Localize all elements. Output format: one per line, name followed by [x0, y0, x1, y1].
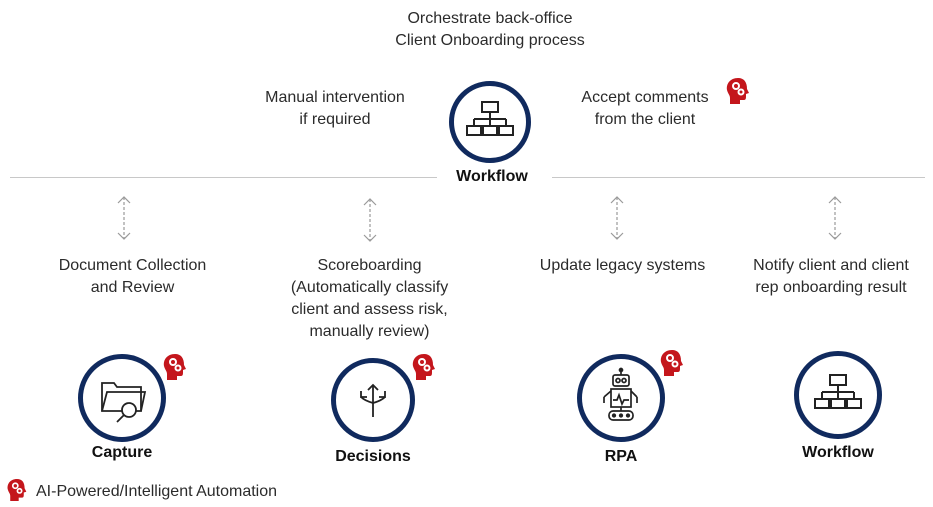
divider-right	[552, 177, 925, 178]
step-label-rpa: RPA	[604, 448, 638, 465]
double-arrow-icon	[828, 196, 842, 240]
ai-head-gears-icon	[726, 78, 749, 104]
robot-icon	[603, 367, 638, 421]
step-description-decisions: Scoreboarding (Automatically classify cl…	[290, 257, 449, 340]
step-label-capture: Capture	[91, 444, 153, 461]
workflow-hierarchy-icon	[466, 101, 514, 136]
double-arrow-icon	[610, 196, 624, 240]
folder-search-icon	[101, 382, 147, 423]
step-label-decisions: Decisions	[335, 448, 411, 465]
rpa-circle	[577, 354, 665, 442]
step-description-workflow: Notify client and client rep onboarding …	[753, 257, 909, 296]
ai-head-gears-icon	[412, 354, 435, 380]
step-description-rpa: Update legacy systems	[539, 257, 706, 274]
step-description-capture: Document Collection and Review	[58, 257, 207, 296]
workflow-hub-circle	[449, 81, 531, 163]
double-arrow-icon	[363, 198, 377, 242]
divider-left	[10, 177, 437, 178]
legend-text: AI-Powered/Intelligent Automation	[36, 483, 278, 500]
manual-intervention-note: Manual intervention if required	[265, 89, 405, 128]
capture-circle	[78, 354, 166, 442]
ai-head-gears-icon	[7, 479, 27, 501]
workflow-hub-label: Workflow	[456, 168, 528, 185]
diagram-title: Orchestrate back-office Client Onboardin…	[395, 10, 585, 49]
accept-comments-note: Accept comments from the client	[581, 89, 709, 128]
decision-arrows-icon	[360, 383, 386, 417]
step-label-workflow: Workflow	[802, 444, 874, 461]
ai-head-gears-icon	[163, 354, 186, 380]
workflow-hierarchy-icon	[814, 374, 862, 409]
double-arrow-icon	[117, 196, 131, 240]
decisions-circle	[331, 358, 415, 442]
workflow-circle	[794, 351, 882, 439]
ai-head-gears-icon	[660, 350, 683, 376]
